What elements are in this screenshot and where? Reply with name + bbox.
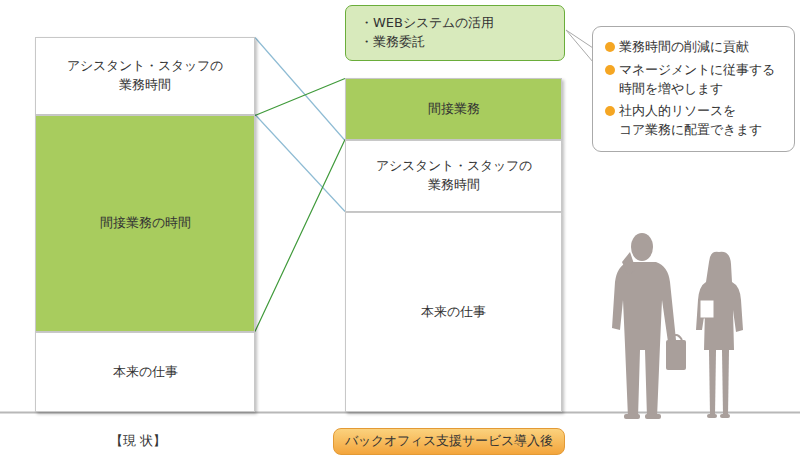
caption-pill: バックオフィス支援サービス導入後 xyxy=(333,428,565,455)
bullet-text: マネージメントに従事する 時間を増やします xyxy=(605,61,782,99)
time-block: アシスタント・スタッフの 業務時間 xyxy=(345,140,562,212)
box-text: ・業務委託 xyxy=(360,33,425,52)
note-bubble: 業務時間の削減に貢献マネージメントに従事する 時間を増やします社内人的リソースを… xyxy=(592,26,795,152)
bullet-text: 社内人的リソースを コア業務に配置できます xyxy=(605,102,782,140)
time-block: 間接業務の時間 xyxy=(35,115,255,332)
column-label: 【現 状】 xyxy=(110,432,166,450)
time-block: 本来の仕事 xyxy=(35,332,255,412)
person-silhouette xyxy=(696,252,743,418)
projection-line xyxy=(255,38,345,212)
bullet-text: 業務時間の削減に貢献 xyxy=(605,38,782,57)
person-silhouette xyxy=(612,233,686,419)
box-text: 本来の仕事 xyxy=(113,363,178,382)
time-block: 本来の仕事 xyxy=(345,212,562,412)
time-block: 間接業務 xyxy=(345,78,562,140)
box-text: バックオフィス支援サービス導入後 xyxy=(345,432,553,451)
bubble-tail xyxy=(566,30,593,62)
box-text: ・WEBシステムの活用 xyxy=(360,14,494,33)
callout-box: ・WEBシステムの活用・業務委託 xyxy=(345,5,565,61)
box-text: アシスタント・スタッフの 業務時間 xyxy=(354,157,553,195)
box-text: アシスタント・スタッフの 業務時間 xyxy=(44,57,246,95)
box-text: 本来の仕事 xyxy=(421,303,486,322)
projection-line xyxy=(255,79,345,332)
box-text: 間接業務の時間 xyxy=(100,214,191,233)
box-text: 間接業務 xyxy=(428,100,480,119)
time-block: アシスタント・スタッフの 業務時間 xyxy=(35,37,255,115)
